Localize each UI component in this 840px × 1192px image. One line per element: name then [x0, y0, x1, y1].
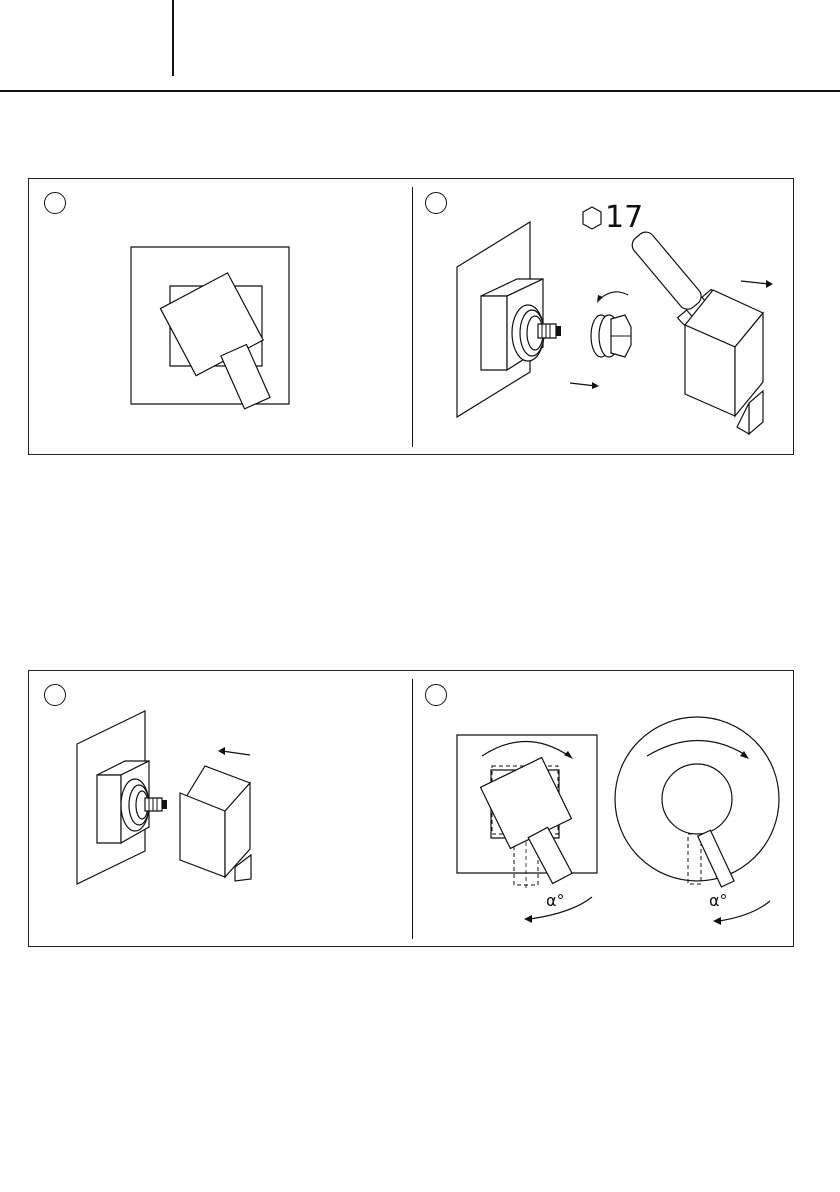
unscrew-adapter-illustration — [453, 217, 793, 437]
instruction-panel-top: 17 — [28, 178, 794, 455]
header-rule — [0, 90, 840, 92]
angle-label-round: α° — [709, 893, 728, 909]
adjust-rotation-square-illustration — [454, 731, 604, 931]
header-divider — [172, 0, 174, 76]
wrench-size-label: 17 — [605, 203, 643, 233]
step-circle-mount-handle — [44, 684, 66, 706]
instruction-panel-bottom: α° α° — [28, 670, 794, 947]
step-circle-remove-handle-front — [44, 192, 66, 214]
step-circle-unscrew-adapter — [425, 192, 447, 214]
mount-handle-illustration — [75, 709, 305, 889]
step-circle-adjust-rotation — [425, 684, 447, 706]
panel-divider — [412, 187, 413, 447]
adjust-rotation-round-illustration — [607, 711, 792, 931]
square-plate-rotated-handle-illustration — [129, 244, 294, 409]
angle-label-square: α° — [546, 893, 565, 909]
hex-wrench-size-icon — [581, 206, 603, 230]
panel-divider — [412, 679, 413, 939]
